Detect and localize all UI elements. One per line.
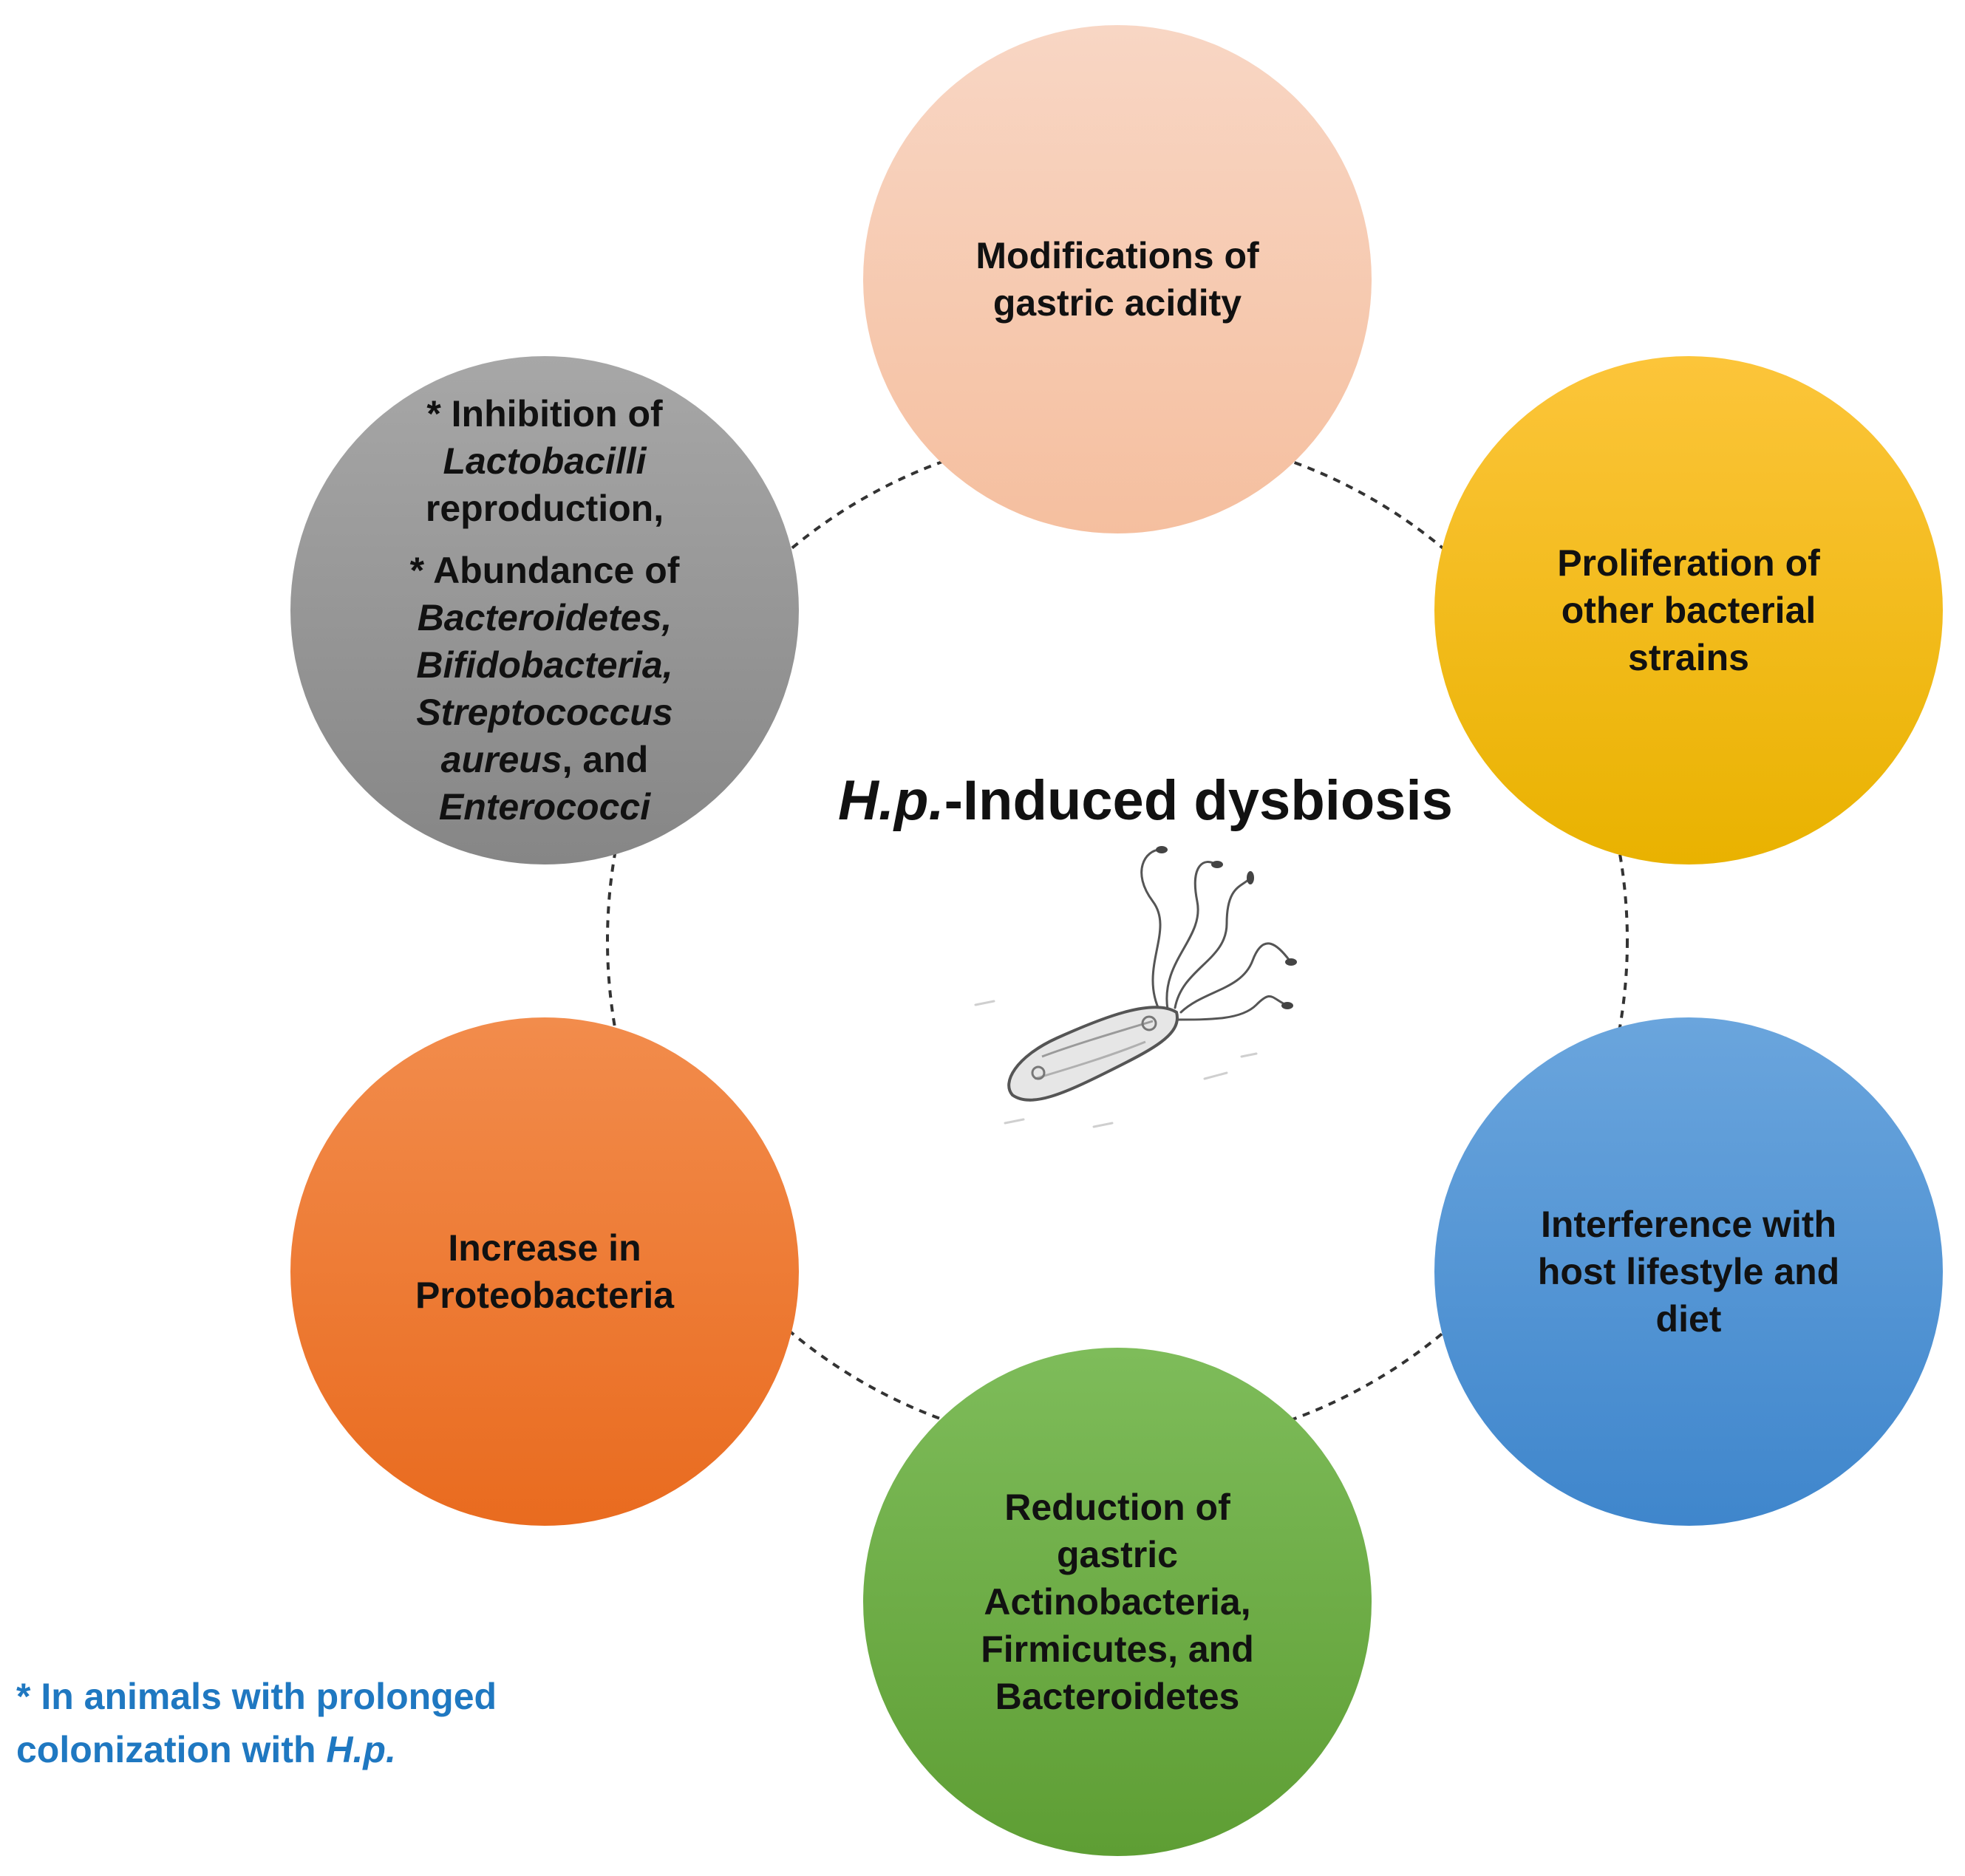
node-text: Bacteroidetes (995, 1676, 1240, 1717)
node-text: reproduction, (425, 488, 664, 529)
node-text-italic: Lactobacilli (443, 440, 647, 482)
node-text-italic: Enterococci (438, 786, 651, 828)
node-reduction-taxa: Reduction of gastric Actinobacteria, Fir… (863, 1348, 1372, 1856)
node-animal-findings: * Inhibition of Lactobacilli reproductio… (290, 356, 799, 864)
footnote-line: colonization with H.p. (16, 1729, 396, 1770)
node-bacterial-proliferation: Proliferation of other bacterial strains (1434, 356, 1943, 864)
node-gastric-acidity: Modifications of gastric acidity (863, 25, 1372, 533)
node-text: gastric acidity (992, 282, 1242, 324)
node-text: * Inhibition of (426, 393, 663, 434)
node-text: Firmicutes, and (981, 1628, 1254, 1670)
node-text: Proteobacteria (415, 1275, 675, 1316)
node-text: gastric (1057, 1534, 1178, 1575)
center-title: H.p.-Induced dysbiosis (838, 769, 1453, 832)
node-text: strains (1628, 637, 1749, 678)
node-text: Proliferation of (1557, 542, 1820, 584)
node-text: Actinobacteria, (984, 1581, 1251, 1623)
node-host-lifestyle: Interference with host lifestyle and die… (1434, 1017, 1943, 1526)
node-text: Reduction of (1004, 1487, 1230, 1528)
node-text-italic: Bifidobacteria, (416, 644, 673, 686)
node-text: * Abundance of (409, 550, 680, 591)
node-text: Interference with (1540, 1204, 1837, 1245)
footnote-line: * In animals with prolonged (16, 1676, 497, 1717)
node-text-italic: Bacteroidetes, (417, 597, 672, 638)
inhibition-group: * Inhibition of Lactobacilli reproductio… (426, 390, 664, 532)
node-text: Modifications of (975, 235, 1259, 276)
node-text: diet (1655, 1298, 1722, 1340)
node-proteobacteria: Increase in Proteobacteria (290, 1017, 799, 1526)
helicobacter-bacterium-icon (974, 846, 1297, 1128)
node-text-italic: Streptococcus (416, 692, 673, 733)
node-text: host lifestyle and (1537, 1251, 1840, 1292)
node-text-mixed: aureus, and (440, 739, 649, 780)
abundance-group: * Abundance of Bacteroidetes, Bifidobact… (410, 547, 680, 830)
node-text: Increase in (448, 1227, 641, 1269)
footnote: * In animals with prolonged colonization… (16, 1670, 593, 1776)
node-text: other bacterial (1561, 590, 1816, 631)
